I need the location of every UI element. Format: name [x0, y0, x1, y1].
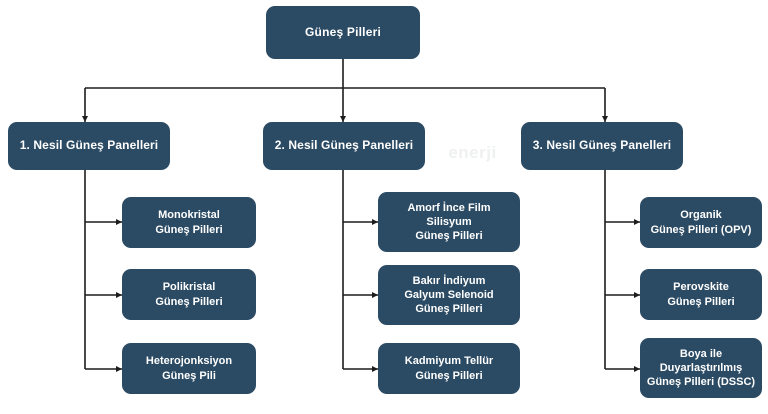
- node-branch-1-label: 1. Nesil Güneş Panelleri: [19, 138, 159, 153]
- node-leaf-2-1-label: Amorf İnce Film Silisyum Güneş Pilleri: [407, 201, 491, 243]
- node-leaf-2-2[interactable]: Bakır İndiyum Galyum Selenoid Güneş Pill…: [378, 265, 520, 325]
- node-leaf-3-2[interactable]: Perovskite Güneş Pilleri: [640, 269, 762, 320]
- node-leaf-3-3-label: Boya ile Duyarlaştırılmış Güneş Pilleri …: [646, 347, 756, 389]
- watermark-logo: enerji: [415, 128, 530, 178]
- node-leaf-3-2-label: Perovskite Güneş Pilleri: [667, 281, 735, 308]
- node-leaf-1-3[interactable]: Heterojonksiyon Güneş Pili: [122, 343, 256, 394]
- node-leaf-1-1[interactable]: Monokristal Güneş Pilleri: [122, 197, 256, 248]
- node-branch-1[interactable]: 1. Nesil Güneş Panelleri: [8, 122, 170, 170]
- watermark-label: enerji: [448, 143, 497, 162]
- node-leaf-3-3[interactable]: Boya ile Duyarlaştırılmış Güneş Pilleri …: [640, 338, 762, 398]
- node-leaf-2-2-label: Bakır İndiyum Galyum Selenoid Güneş Pill…: [404, 274, 494, 316]
- node-branch-2-label: 2. Nesil Güneş Panelleri: [274, 138, 414, 153]
- node-leaf-1-2-label: Polikristal Güneş Pilleri: [155, 281, 223, 308]
- node-root-label: Güneş Pilleri: [305, 24, 381, 39]
- node-leaf-3-1-label: Organik Güneş Pilleri (OPV): [650, 209, 752, 236]
- node-leaf-3-1[interactable]: Organik Güneş Pilleri (OPV): [640, 197, 762, 248]
- node-branch-2[interactable]: 2. Nesil Güneş Panelleri: [263, 122, 425, 170]
- node-leaf-2-3-label: Kadmiyum Tellür Güneş Pilleri: [404, 355, 494, 382]
- node-leaf-1-2[interactable]: Polikristal Güneş Pilleri: [122, 269, 256, 320]
- node-leaf-2-1[interactable]: Amorf İnce Film Silisyum Güneş Pilleri: [378, 192, 520, 252]
- node-branch-3[interactable]: 3. Nesil Güneş Panelleri: [521, 122, 683, 170]
- node-leaf-1-1-label: Monokristal Güneş Pilleri: [155, 209, 223, 236]
- node-root[interactable]: Güneş Pilleri: [266, 6, 420, 59]
- node-branch-3-label: 3. Nesil Güneş Panelleri: [532, 138, 672, 153]
- node-leaf-1-3-label: Heterojonksiyon Güneş Pili: [145, 355, 233, 382]
- node-leaf-2-3[interactable]: Kadmiyum Tellür Güneş Pilleri: [378, 343, 520, 394]
